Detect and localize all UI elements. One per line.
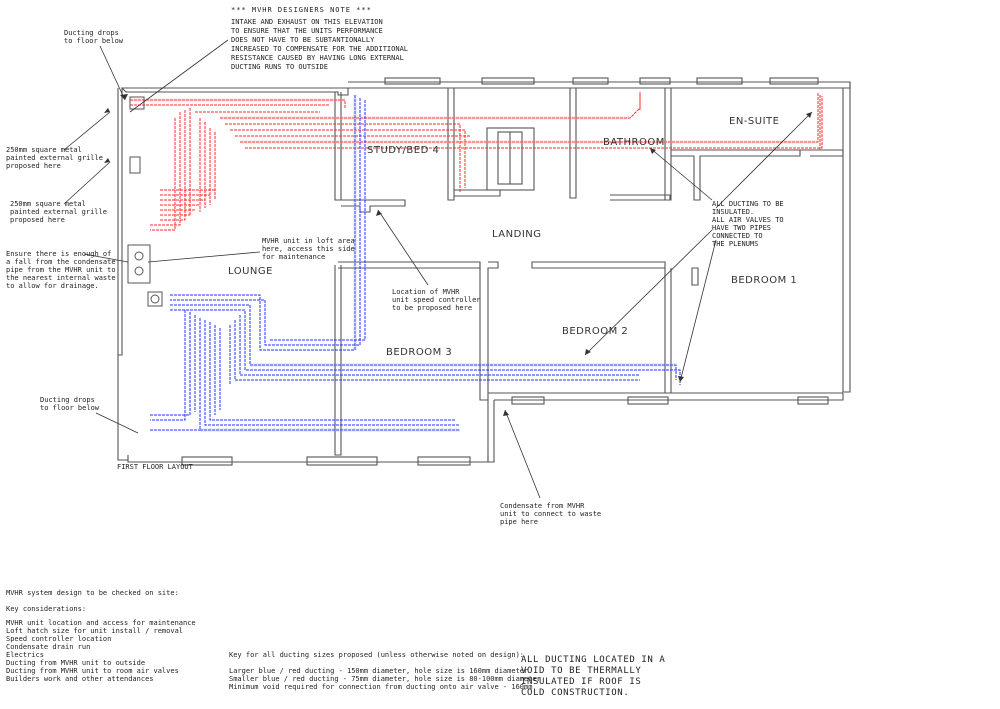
notes-key-heading: Key considerations: (6, 605, 87, 613)
thermal-insulation-note: ALL DUCTING LOCATED IN A VOID TO BE THER… (521, 655, 666, 698)
annotation-condensate-waste: Condensate from MVHR unit to connect to … (500, 502, 602, 526)
annotation-ducting-drops-top: Ducting drops to floor below (64, 29, 124, 45)
key-line: Larger blue / red ducting - 150mm diamet… (229, 667, 529, 675)
room-label-bedroom3: BEDROOM 3 (386, 347, 453, 358)
annotation-speed-controller: Location of MVHR unit speed controller t… (392, 288, 481, 312)
leader-lines (63, 39, 813, 499)
key-line: Minimum void required for connection fro… (229, 683, 533, 691)
notes-item: Electrics (6, 651, 44, 659)
room-label-landing: LANDING (492, 229, 542, 240)
designer-note-body: INTAKE AND EXHAUST ON THIS ELEVATION TO … (231, 18, 409, 71)
supply-ducting-shadow (130, 98, 818, 144)
annotation-ducting-drops-bottom: Ducting drops to floor below (40, 396, 100, 412)
room-label-bedroom2: BEDROOM 2 (562, 326, 629, 337)
room-label-bedroom1: BEDROOM 1 (731, 275, 798, 286)
mvhr-unit (127, 96, 163, 307)
ducting-key: Key for all ducting sizes proposed (unle… (229, 651, 541, 691)
site-check-notes: MVHR system design to be checked on site… (6, 589, 196, 683)
designer-note-heading: *** MVHR DESIGNERS NOTE *** (231, 6, 372, 14)
annotation-condensate-fall: Ensure there is enough of a fall from th… (6, 250, 116, 290)
annotation-insulated: ALL DUCTING TO BE INSULATED. ALL AIR VAL… (712, 200, 784, 248)
arrow-heads (104, 94, 812, 416)
notes-item: Builders work and other attendances (6, 675, 154, 683)
annotation-mvhr-unit: MVHR unit in loft area here, access this… (262, 237, 355, 261)
room-label-ensuite: EN-SUITE (729, 116, 780, 127)
notes-title: MVHR system design to be checked on site… (6, 589, 179, 597)
notes-list: MVHR unit location and access for mainte… (6, 619, 196, 683)
extract-ducting-shadow (200, 95, 676, 432)
notes-item: MVHR unit location and access for mainte… (6, 619, 196, 627)
extract-ducting-blue (150, 95, 681, 431)
floor-layout-caption: FIRST FLOOR LAYOUT (117, 463, 193, 471)
notes-item: Ducting from MVHR unit to room air valve… (6, 667, 179, 675)
supply-ducting-red (130, 92, 823, 231)
annotation-grille-1: 250mm square metal painted external gril… (6, 146, 103, 170)
room-label-lounge: LOUNGE (228, 266, 273, 277)
annotation-grille-2: 250mm square metal painted external gril… (10, 200, 107, 224)
notes-item: Loft hatch size for unit install / remov… (6, 627, 184, 635)
notes-item: Ducting from MVHR unit to outside (6, 659, 146, 667)
building-walls (117, 77, 851, 466)
key-line: Smaller blue / red ducting - 75mm diamet… (229, 675, 541, 683)
notes-item: Speed controller location (6, 635, 112, 643)
room-label-study: STUDY/BED 4 (367, 145, 440, 156)
room-label-bathroom: BATHROOM (603, 137, 665, 148)
notes-item: Condensate drain run (6, 643, 91, 651)
key-heading: Key for all ducting sizes proposed (unle… (229, 651, 525, 659)
